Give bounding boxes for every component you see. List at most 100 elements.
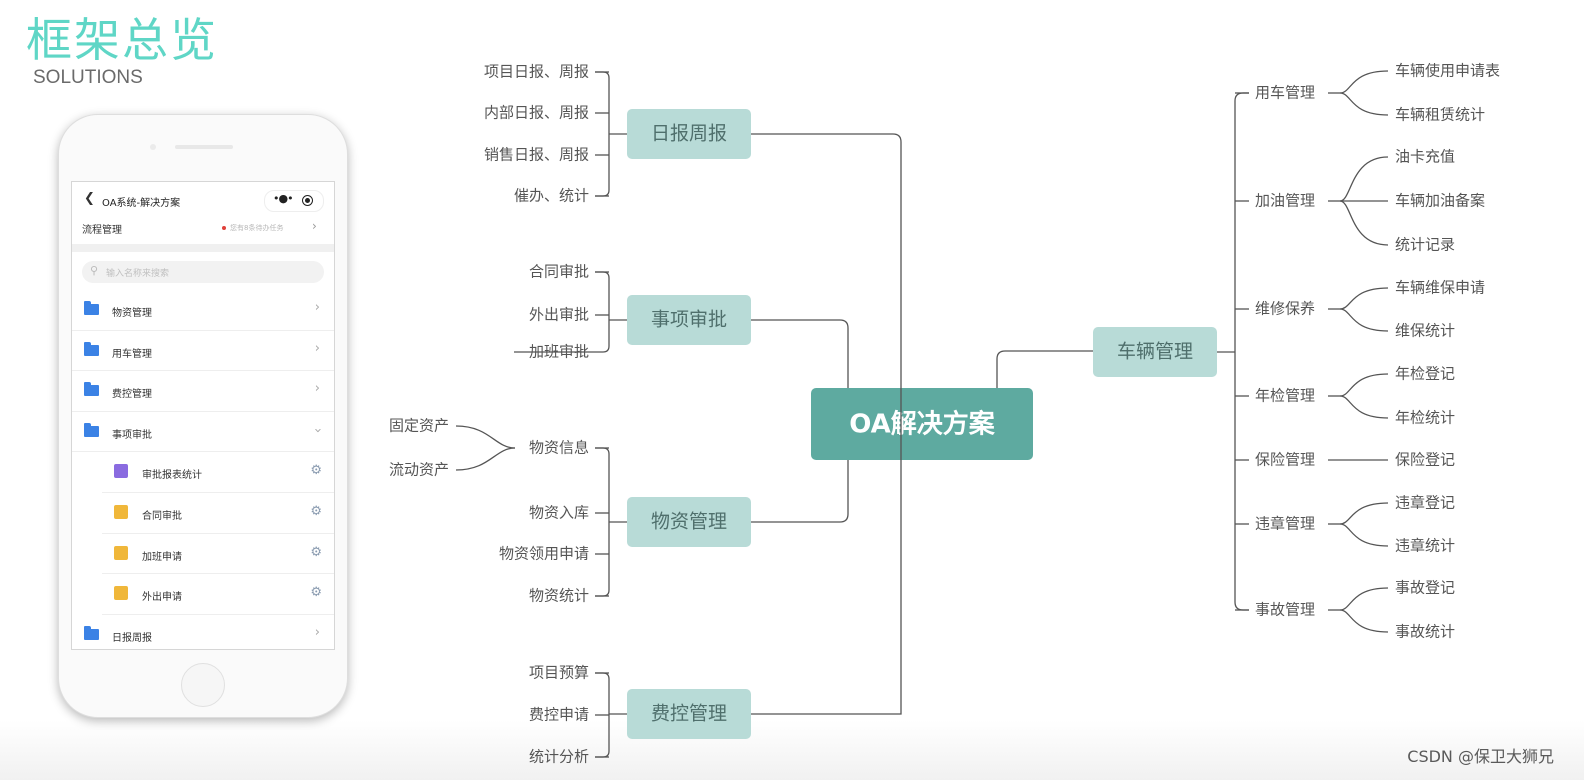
chevron-right-icon: › — [314, 300, 320, 315]
folder-icon — [84, 341, 99, 356]
sub-branch-label: 事故管理 — [1255, 601, 1315, 619]
chevron-right-icon: › — [312, 219, 317, 233]
leaf-label: 费控申请 — [529, 706, 589, 724]
leaf-label: 违章统计 — [1395, 537, 1455, 555]
list-item[interactable]: 加班申请 ⚙ — [102, 534, 334, 575]
leaf-label: 项目预算 — [529, 664, 589, 682]
list-item-label: 费控管理 — [112, 389, 152, 401]
leaf-label: 外出审批 — [529, 306, 589, 324]
home-button[interactable] — [181, 663, 225, 707]
leaf-label: 催办、统计 — [514, 187, 589, 205]
connector-line — [595, 447, 610, 597]
chart-icon — [114, 464, 128, 479]
connector-line — [1339, 287, 1389, 310]
branch-label: 费控管理 — [651, 703, 727, 725]
root-node — [811, 388, 1033, 460]
more-icon[interactable]: •●• — [273, 192, 294, 205]
chevron-right-icon: › — [314, 381, 320, 397]
leaf-label: 项目日报、周报 — [484, 63, 589, 81]
leaf-label: 流动资产 — [389, 461, 449, 479]
search-placeholder: 输入名称来搜索 — [106, 269, 170, 279]
gear-icon[interactable]: ⚙ — [310, 544, 322, 560]
branch-node — [627, 497, 751, 547]
list-item-label: 日报周报 — [112, 632, 152, 644]
sub-branch-label: 保险管理 — [1255, 451, 1315, 469]
leaf-label: 内部日报、周报 — [484, 104, 589, 122]
close-target-icon[interactable] — [302, 195, 313, 206]
gear-icon[interactable]: ⚙ — [310, 503, 322, 519]
folder-icon — [84, 422, 99, 437]
sub-branch-label: 维修保养 — [1255, 300, 1315, 318]
divider — [72, 244, 334, 252]
connector-line — [1339, 395, 1389, 419]
watermark: CSDN @保卫大狮兄 — [1407, 747, 1554, 766]
leaf-label: 物资统计 — [529, 587, 589, 605]
branch-label: 车辆管理 — [1117, 341, 1193, 363]
folder-icon — [84, 301, 99, 315]
leaf-label: 维保统计 — [1395, 322, 1455, 340]
list-item[interactable]: 审批报表统计 ⚙ — [102, 452, 334, 493]
list-item[interactable]: 合同审批 ⚙ — [102, 493, 334, 534]
app-header: ❮ OA系统-解决方案 •●• — [72, 182, 334, 216]
leaf-label: 年检登记 — [1395, 365, 1455, 383]
connector-line — [1339, 92, 1389, 116]
chevron-right-icon: › — [314, 340, 320, 356]
connector-line — [455, 447, 516, 471]
list-item[interactable]: 用车管理 › — [72, 331, 334, 372]
leaf-label: 车辆加油备案 — [1395, 192, 1485, 210]
list-item[interactable]: 日报周报 › — [72, 615, 334, 649]
process-header[interactable]: 流程管理 您有8条待办任务 › — [72, 216, 334, 240]
branch-node — [1093, 327, 1217, 377]
leaf-label: 物资信息 — [529, 439, 589, 457]
leaf-label: 车辆维保申请 — [1395, 279, 1485, 297]
list-item[interactable]: 物资管理› — [72, 290, 334, 331]
leaf-label: 固定资产 — [389, 417, 449, 435]
leaf-label: 事故统计 — [1395, 623, 1455, 641]
leaf-label: 事故登记 — [1395, 579, 1455, 597]
sub-branch-label: 用车管理 — [1255, 84, 1315, 102]
leaf-label: 统计记录 — [1395, 236, 1455, 254]
search-input[interactable]: ⚲ 输入名称来搜索 — [82, 261, 324, 283]
list-item[interactable]: 事项审批› — [72, 412, 334, 453]
stamp-icon — [114, 504, 128, 519]
phone-mockup: ❮ OA系统-解决方案 •●• 流程管理 您有8条待办任务 › ⚲ 输入名称来搜… — [58, 114, 348, 718]
branch-label: 事项审批 — [651, 309, 727, 331]
branch-node — [627, 109, 751, 159]
back-icon[interactable]: ❮ — [84, 191, 95, 206]
connector-line — [751, 319, 849, 388]
gear-icon[interactable]: ⚙ — [310, 463, 322, 479]
chevron-right-icon: › — [314, 624, 320, 640]
connector-line — [1339, 502, 1389, 525]
connector-line — [1339, 587, 1389, 611]
sub-branch-label: 加油管理 — [1255, 192, 1315, 210]
connector-line — [751, 133, 902, 715]
leaf-label: 统计分析 — [529, 748, 589, 766]
list-item-label: 合同审批 — [142, 510, 182, 522]
list-item[interactable]: 费控管理 › — [72, 371, 334, 412]
menu-list: 物资管理›用车管理›费控管理›事项审批›审批报表统计⚙合同审批⚙加班申请⚙外出申… — [72, 290, 334, 649]
connector-line — [1339, 200, 1389, 246]
leaf-label: 保险登记 — [1395, 451, 1455, 469]
leaf-label: 年检统计 — [1395, 409, 1455, 427]
gear-icon[interactable]: ⚙ — [310, 585, 322, 601]
sub-branch-label: 违章管理 — [1255, 515, 1315, 533]
phone-speaker — [175, 145, 233, 149]
branch-label: 物资管理 — [651, 511, 727, 533]
branch-node — [627, 689, 751, 739]
folder-icon — [84, 382, 99, 397]
connector-line — [1339, 523, 1389, 547]
leaf-label: 销售日报、周报 — [484, 146, 589, 164]
list-item[interactable]: 外出申请⚙ — [102, 574, 334, 615]
leaf-label: 油卡充值 — [1395, 148, 1455, 166]
connector-line — [751, 460, 849, 523]
connector-line — [455, 425, 516, 449]
search-icon: ⚲ — [90, 264, 99, 277]
list-item-label: 用车管理 — [112, 348, 152, 360]
phone-screen: ❮ OA系统-解决方案 •●• 流程管理 您有8条待办任务 › ⚲ 输入名称来搜… — [71, 181, 335, 650]
list-item-label: 审批报表统计 — [142, 470, 202, 482]
app-title: OA系统-解决方案 — [102, 198, 181, 209]
list-item-label: 加班申请 — [142, 551, 182, 563]
miniapp-capsule: •●• — [264, 190, 324, 212]
leaf-label: 车辆使用申请表 — [1395, 62, 1500, 80]
